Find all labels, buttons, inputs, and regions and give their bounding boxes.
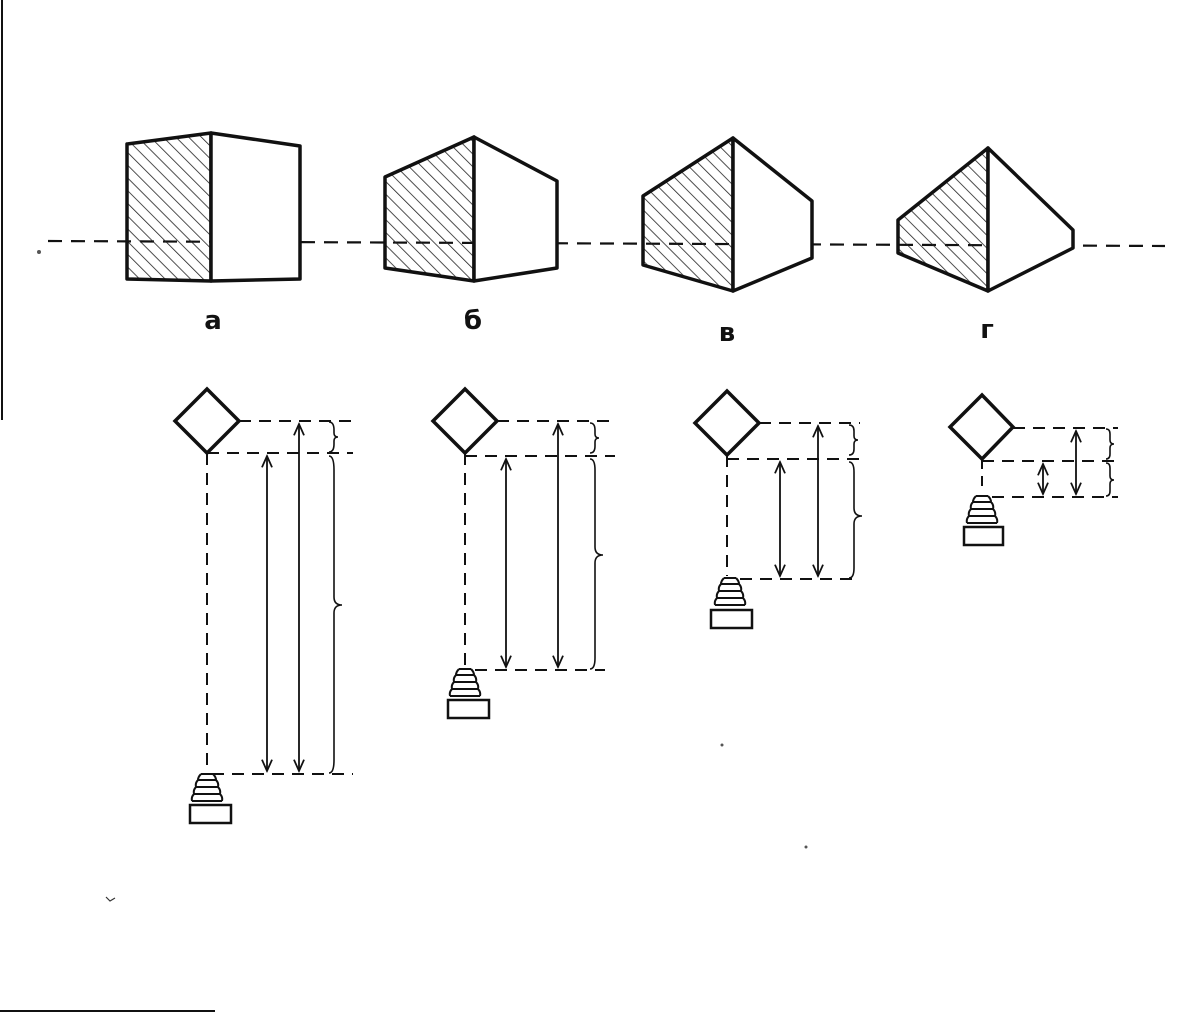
figure-g-shaded-face [896, 146, 990, 293]
figure-b-shaded-face [383, 135, 476, 283]
label-g: г [980, 315, 994, 345]
plan-a [172, 386, 353, 825]
figure-a-shaded-face [125, 131, 213, 283]
plan-a-large-brace [328, 455, 343, 774]
plan-g-object-diamond [947, 392, 1016, 462]
plan-b [430, 386, 615, 720]
plan-v [692, 388, 863, 630]
plan-b-observer-icon [446, 668, 491, 720]
figure-v-shaded-face [641, 136, 735, 293]
plan-b-small-brace [589, 422, 600, 454]
plan-a-observer-icon [188, 773, 233, 825]
figure-b [383, 135, 559, 283]
figure-v [641, 136, 814, 293]
figure-v-lit-face [731, 136, 814, 293]
plan-v-small-brace [848, 424, 859, 456]
plan-b-large-brace [589, 458, 604, 670]
figure-g-lit-face [986, 146, 1075, 293]
plan-g-observer-icon [962, 495, 1005, 547]
plan-a-small-brace [328, 421, 339, 453]
label-b: б [464, 306, 482, 336]
plan-g-small-brace [1105, 428, 1115, 460]
label-v: в [719, 318, 735, 348]
plan-a-object-diamond [172, 386, 242, 456]
figure-a [125, 131, 302, 283]
figure-g [896, 146, 1075, 293]
plan-v-observer-icon [709, 577, 754, 630]
plan-g [947, 392, 1122, 547]
plan-v-object-diamond [692, 388, 762, 458]
figure-a-lit-face [209, 131, 302, 283]
plan-b-object-diamond [430, 386, 500, 456]
label-a: а [204, 306, 222, 336]
plan-g-large-brace [1105, 462, 1115, 497]
figure-b-lit-face [472, 135, 559, 283]
scan-specks [37, 250, 808, 902]
plan-v-large-brace [848, 461, 863, 579]
